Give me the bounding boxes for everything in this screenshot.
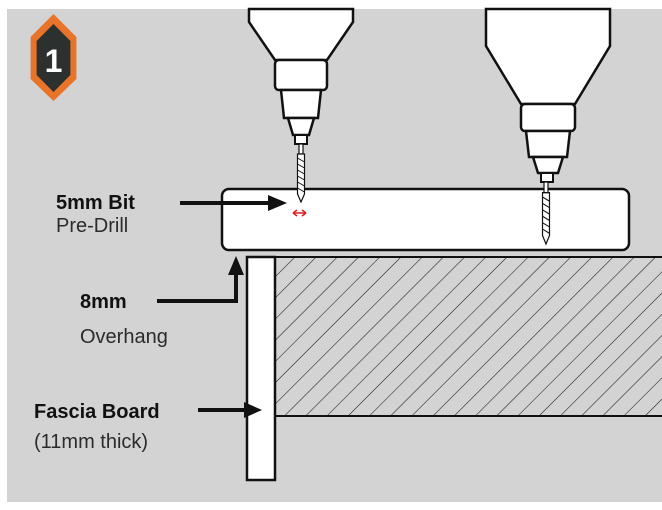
right-drill-icon (484, 7, 612, 183)
right-drill-bit (541, 181, 551, 245)
step-number: 1 (45, 43, 63, 79)
overhang-label: Overhang (80, 326, 168, 348)
step-badge-fill (36, 24, 71, 92)
deck-hatched-section (272, 256, 662, 417)
top-board (220, 187, 631, 252)
fascia-pointer-arrow (198, 402, 262, 418)
fascia-board (245, 255, 277, 482)
overhang-size-label: 8mm (80, 291, 127, 313)
step-badge: 1 (30, 14, 77, 101)
left-drill-bit (296, 143, 306, 203)
double-arrow-icon (292, 209, 307, 217)
fascia-name-label: Fascia Board (34, 401, 160, 423)
left-drill-icon (247, 7, 355, 145)
fascia-thickness-label: (11mm thick) (34, 431, 148, 453)
bit-pointer-arrow (180, 195, 287, 211)
bit-size-label: 5mm Bit (56, 192, 135, 214)
bit-action-label: Pre-Drill (56, 215, 128, 237)
overhang-pointer-arrow (157, 256, 244, 303)
